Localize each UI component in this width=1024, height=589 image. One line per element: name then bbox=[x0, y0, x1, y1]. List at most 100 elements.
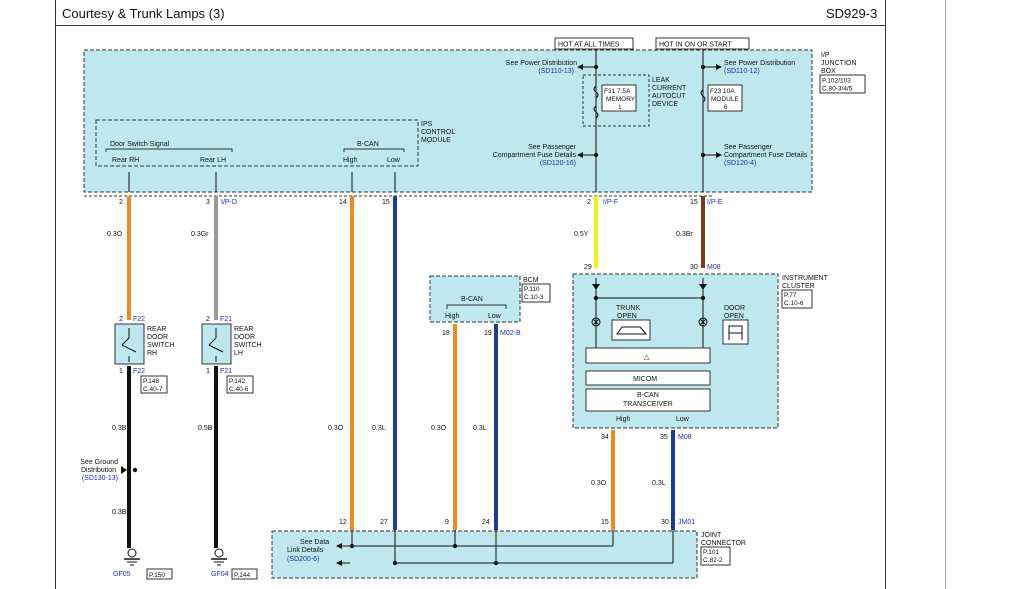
wire-label-ips-high: 0.3O bbox=[328, 425, 344, 432]
ips-rear-rh: Rear RH bbox=[112, 157, 139, 164]
right-border bbox=[885, 0, 886, 589]
fuse-f23-symbol bbox=[700, 89, 706, 103]
jc-node-1 bbox=[349, 543, 355, 549]
sw-lh-conn-bot: F21 bbox=[220, 368, 232, 375]
tag-hot-all-text: HOT AT ALL TIMES bbox=[558, 42, 620, 49]
pin-top-6: 15 bbox=[690, 199, 698, 206]
tag-hot-on-text: HOT IN ON OR START bbox=[659, 42, 732, 49]
sw-lh-l4: LH bbox=[234, 350, 243, 357]
cl-ref-box bbox=[781, 289, 813, 309]
sw-lh-ref-2: C.40-6 bbox=[229, 386, 249, 393]
jc-node-4 bbox=[493, 560, 499, 566]
cl-diode-right-icon bbox=[699, 284, 707, 290]
ground-ref-node bbox=[132, 467, 138, 473]
ips-l1: IPS bbox=[421, 121, 433, 128]
bcm-bcan: B-CAN bbox=[461, 296, 483, 303]
cl-pin-in-1: 29 bbox=[584, 264, 592, 271]
ips-bcan: B-CAN bbox=[357, 141, 379, 148]
cl-tie-node-left bbox=[593, 295, 599, 301]
sw-rh-l3: SWITCH bbox=[147, 342, 175, 349]
cl-conn-out: M08 bbox=[678, 434, 692, 441]
see-pc-left-2: Compartment Fuse Details bbox=[493, 152, 577, 159]
ips-bcan-bracket bbox=[343, 148, 405, 152]
f23-bottom-node bbox=[700, 152, 706, 158]
cl-micom-block bbox=[585, 370, 711, 386]
wire-label-cl-high: 0.3O bbox=[591, 480, 607, 487]
ground-gf05-icon bbox=[124, 548, 140, 566]
jc-pin-5: 15 bbox=[601, 519, 609, 526]
wire-label-bcm-high: 0.3O bbox=[431, 425, 447, 432]
jc-pin-6: 30 bbox=[661, 519, 669, 526]
trunk-open-2: OPEN bbox=[617, 313, 637, 320]
pin-top-3: 14 bbox=[339, 199, 347, 206]
cl-pin-in-2: 30 bbox=[690, 264, 698, 271]
door-signal-bracket bbox=[105, 148, 233, 152]
ground-gf04-icon bbox=[211, 548, 227, 566]
fuse-f23-l2: MODULE bbox=[711, 96, 739, 103]
sw-lh-ref-box bbox=[226, 375, 254, 394]
sw-rh-conn-top: F22 bbox=[133, 316, 145, 323]
switch-rh-symbol bbox=[121, 328, 137, 362]
wire-label-rh-black-2: 0.3B bbox=[112, 509, 127, 516]
left-border bbox=[55, 0, 56, 589]
bcm-module bbox=[429, 275, 521, 323]
ip-junction-box bbox=[83, 49, 813, 193]
ij-ref-2: C.80-3/4/5 bbox=[822, 86, 853, 93]
jc-dl-ref: (SD200-6) bbox=[287, 556, 319, 563]
door-lamp-icon bbox=[698, 317, 708, 327]
jc-pin-3: 9 bbox=[445, 519, 449, 526]
bcm-ref-1: P.110 bbox=[524, 286, 540, 293]
ips-l3: MODULE bbox=[421, 137, 451, 144]
jc-l1: JOINT bbox=[701, 532, 722, 539]
leak-l1: LEAK bbox=[652, 77, 670, 84]
ij-label-1: I/P bbox=[821, 52, 830, 59]
ips-high: High bbox=[343, 157, 358, 164]
leak-device-box bbox=[582, 74, 650, 127]
jc-pin-2: 27 bbox=[380, 519, 388, 526]
sw-rh-pin-top: 2 bbox=[119, 316, 123, 323]
bcm-low: Low bbox=[488, 313, 502, 320]
cl-tie-node-right bbox=[700, 295, 706, 301]
sw-rh-pin-bot: 1 bbox=[119, 368, 123, 375]
sw-lh-l3: SWITCH bbox=[234, 342, 262, 349]
jc-conn: JM01 bbox=[678, 519, 695, 526]
trunk-open-1: TRUNK bbox=[616, 305, 640, 312]
diagram-title: Courtesy & Trunk Lamps (3) bbox=[62, 6, 225, 21]
wire-label-bcm-low: 0.3L bbox=[473, 425, 487, 432]
ij-ref-box bbox=[819, 74, 866, 94]
cl-low: Low bbox=[676, 416, 690, 423]
jc-l2: CONNECTOR bbox=[701, 540, 746, 547]
gf05-ref-box bbox=[146, 568, 173, 580]
cl-conn-in: M08 bbox=[707, 264, 721, 271]
ground-ref-arrow bbox=[121, 466, 127, 474]
pin-top-2-conn: I/P-D bbox=[221, 199, 237, 206]
ground-gf04: GF04 bbox=[211, 571, 229, 578]
see-pc-right-2: Compartment Fuse Details bbox=[724, 152, 808, 159]
leak-device-symbol bbox=[593, 105, 599, 119]
sw-rh-ref-box bbox=[140, 375, 168, 394]
sw-lh-l2: DOOR bbox=[234, 334, 255, 341]
jc-ref-2: C.82-2 bbox=[703, 557, 723, 564]
bcm-conn: M02-B bbox=[500, 330, 521, 337]
fuse-f31-l1: F31 7.5A bbox=[604, 88, 631, 95]
door-open-indicator bbox=[722, 319, 749, 345]
jc-dl-1: See Data bbox=[300, 539, 329, 546]
cl-high: High bbox=[616, 416, 631, 423]
ij-ref-1: P.102/103 bbox=[822, 78, 851, 85]
f23-top-node bbox=[700, 64, 706, 70]
cl-ref-2: C.10-6 bbox=[784, 300, 804, 307]
pin-top-1: 2 bbox=[119, 199, 123, 206]
tag-hot-all bbox=[554, 37, 634, 50]
sw-lh-ref-1: P.142 bbox=[229, 378, 246, 385]
fuse-f31-l2: MEMORY bbox=[606, 96, 636, 103]
ips-door-signal: Door Switch Signal bbox=[110, 141, 170, 148]
cl-micom: MICOM bbox=[633, 376, 657, 383]
leak-l3: AUTOCUT bbox=[652, 93, 686, 100]
sw-rh-l2: DOOR bbox=[147, 334, 168, 341]
pin-top-4: 15 bbox=[382, 199, 390, 206]
cl-l2: CLUSTER bbox=[782, 283, 815, 290]
gf04-ref-box bbox=[231, 568, 258, 580]
car-door-icon bbox=[728, 325, 743, 340]
leak-l2: CURRENT bbox=[652, 85, 687, 92]
jc-node-2 bbox=[392, 560, 398, 566]
